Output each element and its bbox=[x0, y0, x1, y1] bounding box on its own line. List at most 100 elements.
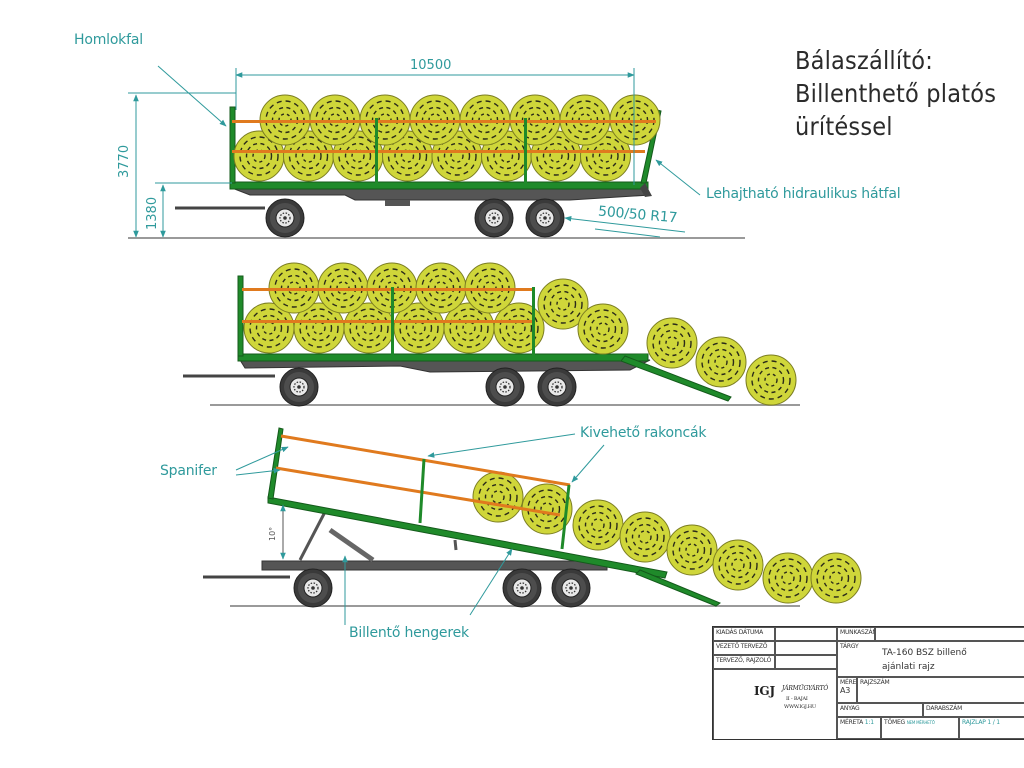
tipping-cylinder bbox=[453, 539, 458, 551]
subject-label: Tárgy bbox=[840, 643, 859, 650]
view-3-tilted-platform bbox=[203, 427, 862, 625]
title-block: Kiadás dátuma Vezető tervező Tervező, ra… bbox=[712, 626, 1024, 740]
issue-date-label: Kiadás dátuma bbox=[713, 627, 775, 641]
tipping-cylinder bbox=[328, 527, 375, 563]
lead-designer-label: Vezető tervező bbox=[713, 641, 775, 655]
designer-value bbox=[775, 655, 837, 669]
chassis bbox=[231, 187, 651, 201]
company-logo: IGJ bbox=[754, 684, 775, 698]
material-label: Anyag bbox=[837, 703, 923, 717]
strap-upper bbox=[232, 120, 656, 123]
leader-rear-wall bbox=[655, 159, 701, 196]
subject-line-2: ajánlati rajz bbox=[882, 662, 935, 672]
strap-lower bbox=[232, 150, 645, 153]
front-wall bbox=[229, 106, 236, 184]
hay-bale bbox=[695, 336, 747, 388]
label-straps: Spanifer bbox=[160, 463, 217, 479]
title-line-3: ürítéssel bbox=[795, 112, 893, 141]
scale-value: 1:1 bbox=[864, 719, 874, 726]
wheel bbox=[474, 198, 514, 238]
front-wall bbox=[237, 275, 244, 357]
wheel bbox=[502, 568, 542, 608]
company-name: Járműgyártó bbox=[782, 685, 829, 692]
hay-bale bbox=[712, 539, 764, 591]
subject-line-1: TA-160 BSZ billenő bbox=[882, 648, 967, 658]
dim-length: 10500 bbox=[410, 58, 452, 73]
hay-bale bbox=[572, 499, 624, 551]
hay-bale bbox=[619, 511, 671, 563]
wheel bbox=[279, 367, 319, 407]
job-number-label: Munkaszám bbox=[837, 627, 875, 641]
dim-tilt-angle: 10° bbox=[268, 526, 277, 541]
title-line-1: Bálaszállító: bbox=[795, 46, 934, 75]
company-logo-cell: IGJ Járműgyártó II - Bajai www.igj.hu bbox=[713, 669, 837, 739]
drawing-number-label: Rajzszám bbox=[857, 677, 1024, 703]
hay-bale bbox=[810, 552, 862, 604]
stake bbox=[391, 287, 394, 357]
company-line2: II - Bajai bbox=[786, 696, 808, 702]
stake bbox=[418, 458, 426, 524]
hay-bale bbox=[577, 303, 629, 355]
size-label: Méret bbox=[840, 679, 857, 686]
label-removable-stakes: Kivehető rakoncák bbox=[580, 425, 707, 441]
lead-designer-value bbox=[775, 641, 837, 655]
leader-tyre bbox=[564, 215, 686, 233]
label-rear-wall: Lehajtható hidraulikus hátfal bbox=[706, 186, 901, 202]
subject-cell: Tárgy TA-160 BSZ billenő ajánlati rajz bbox=[837, 641, 1024, 677]
view-1-loaded-trailer bbox=[128, 65, 745, 239]
label-front-wall: Homlokfal bbox=[74, 32, 143, 48]
sheet-label: Rajzlap 1 / 1 bbox=[959, 717, 1024, 739]
strap-lower bbox=[242, 320, 532, 323]
leader-straps bbox=[235, 467, 281, 476]
stake bbox=[375, 118, 378, 184]
size-cell: Méret A3 bbox=[837, 677, 857, 703]
wheel bbox=[525, 198, 565, 238]
platform-bed bbox=[237, 353, 649, 362]
wheel bbox=[293, 568, 333, 608]
mass-cell: Tömeg Nem mérhető bbox=[881, 717, 959, 739]
rear-ramp bbox=[635, 569, 722, 607]
tipping-cylinder bbox=[298, 509, 328, 561]
size-value: A3 bbox=[840, 686, 851, 695]
platform-bed bbox=[229, 181, 649, 190]
leader-stakes bbox=[571, 444, 605, 483]
label-tipping-cylinders: Billentő hengerek bbox=[349, 625, 469, 641]
company-web: www.igj.hu bbox=[784, 704, 816, 710]
stake bbox=[524, 118, 527, 184]
tilted-platform-bed bbox=[267, 496, 668, 579]
drawing-title: Bálaszállító: Billenthető platós ürítéss… bbox=[795, 44, 996, 143]
wheel bbox=[551, 568, 591, 608]
wheel bbox=[537, 367, 577, 407]
quantity-label: Darabszám bbox=[923, 703, 1024, 717]
hay-bale bbox=[666, 524, 718, 576]
designer-label: Tervező, rajzoló bbox=[713, 655, 775, 669]
stake bbox=[560, 484, 571, 550]
issue-date-value bbox=[775, 627, 837, 641]
stake bbox=[532, 287, 535, 357]
strap-upper bbox=[242, 288, 532, 291]
scale-label: Méreta bbox=[840, 719, 864, 726]
mass-label: Tömeg bbox=[884, 719, 906, 726]
view-2-rear-unloading bbox=[183, 262, 800, 407]
job-number-value bbox=[875, 627, 1024, 641]
leader-front-wall bbox=[157, 65, 227, 127]
wheel bbox=[485, 367, 525, 407]
scale-cell: Méreta 1:1 bbox=[837, 717, 881, 739]
front-wall bbox=[267, 427, 284, 500]
hay-bale bbox=[745, 354, 797, 406]
hay-bale bbox=[472, 471, 524, 523]
title-line-2: Billenthető platós bbox=[795, 79, 997, 108]
hay-bale bbox=[646, 317, 698, 369]
dim-height-total: 3770 bbox=[117, 144, 132, 178]
strap-lower bbox=[275, 466, 561, 517]
wheel bbox=[265, 198, 305, 238]
hay-bale bbox=[762, 552, 814, 604]
chassis bbox=[239, 359, 651, 373]
dim-height-platform: 1380 bbox=[145, 196, 160, 230]
leader-cylinders bbox=[469, 548, 513, 616]
mass-value: Nem mérhető bbox=[906, 720, 935, 725]
leader-straps bbox=[235, 446, 289, 471]
strap-upper bbox=[280, 434, 571, 487]
rear-ramp bbox=[620, 355, 732, 402]
